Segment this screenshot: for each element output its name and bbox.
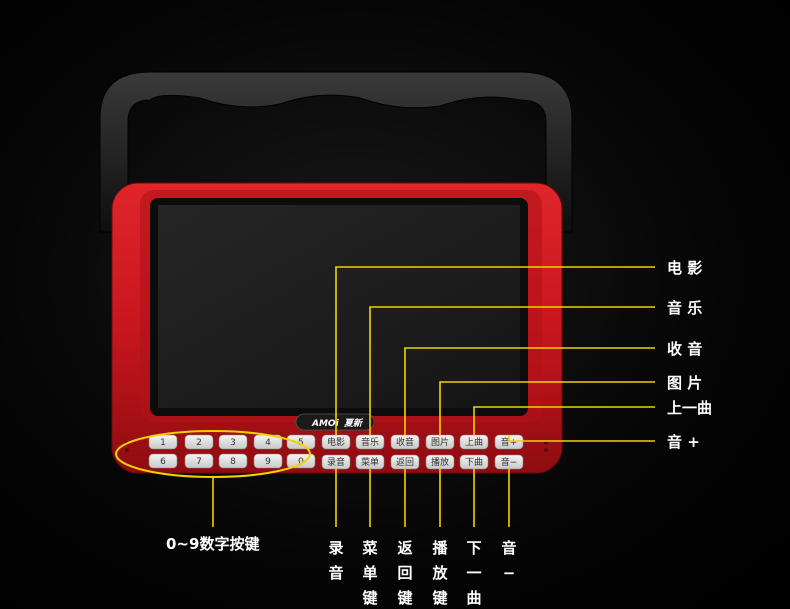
numeric-key-2[interactable]: 2 (184, 434, 214, 450)
callout-label-bottom-2: 返回键 (396, 539, 412, 607)
callout-line-right-0 (335, 266, 655, 435)
key-label: 6 (160, 457, 166, 467)
callout-char: 键 (431, 589, 447, 607)
callout-char: 单 (362, 564, 377, 582)
numeric-key-3[interactable]: 3 (218, 434, 248, 450)
key-label: 5 (298, 438, 304, 448)
callout-label-bottom-4: 下一曲 (466, 539, 481, 607)
callout-label-right-3: 图 片 (667, 374, 702, 392)
function-key-1-bottom[interactable]: 菜单 (355, 454, 385, 470)
function-key-4-top[interactable]: 上曲 (459, 434, 489, 450)
numeric-key-8[interactable]: 8 (218, 453, 248, 469)
key-label: 3 (230, 438, 236, 448)
callout-label-right-4: 上一曲 (667, 399, 712, 417)
key-label: 图片 (431, 436, 449, 448)
callout-char: 键 (361, 589, 377, 607)
function-key-0-top[interactable]: 电影 (321, 434, 351, 450)
key-label: 收音 (396, 436, 414, 448)
key-label: 下曲 (465, 457, 483, 468)
callout-char: 菜 (361, 539, 377, 557)
function-key-1-top[interactable]: 音乐 (355, 434, 385, 450)
function-key-5-top[interactable]: 音+ (494, 434, 524, 450)
callout-line-right-1 (369, 306, 655, 435)
numeric-key-7[interactable]: 7 (184, 453, 214, 469)
callout-char: 放 (431, 564, 448, 582)
function-key-2-bottom[interactable]: 返回 (390, 454, 420, 470)
function-key-5-bottom[interactable]: 音− (494, 454, 524, 470)
numeric-key-1[interactable]: 1 (148, 434, 178, 450)
brand-logo-cn: 夏新 (344, 418, 364, 429)
key-label: 9 (265, 457, 271, 467)
numeric-key-6[interactable]: 6 (148, 453, 178, 469)
function-key-3-bottom[interactable]: 播放 (425, 454, 455, 470)
key-label: 电影 (327, 436, 345, 448)
callout-label-bottom-3: 播放键 (431, 539, 448, 607)
callout-char: 下 (466, 539, 481, 557)
key-label: 7 (196, 457, 202, 467)
brand-logo: AMOi (311, 419, 340, 429)
callout-char: 一 (466, 564, 481, 582)
callout-lines (212, 266, 655, 527)
callout-label-right-2: 收 音 (667, 340, 702, 358)
callout-char: 曲 (466, 589, 481, 607)
callout-label-right-1: 音 乐 (667, 299, 702, 317)
callout-label-bottom-1: 菜单键 (361, 539, 377, 607)
key-label: 8 (230, 457, 236, 467)
callout-label-right-0: 电 影 (667, 259, 702, 277)
function-key-0-bottom[interactable]: 录音 (321, 454, 351, 470)
callout-line-right-3 (439, 381, 655, 435)
carry-handle (99, 71, 573, 233)
callout-char: − (503, 564, 516, 582)
callout-label-right-5: 音 + (667, 433, 700, 451)
callout-char: 音 (328, 564, 343, 582)
callout-line-right-2 (404, 347, 655, 435)
function-key-4-bottom[interactable]: 下曲 (459, 454, 489, 470)
callout-label-bottom-0: 录音 (328, 539, 343, 582)
key-label: 音− (501, 456, 518, 468)
numeric-key-5[interactable]: 5 (286, 434, 316, 450)
numeric-keys-label: 0~9数字按键 (166, 535, 259, 553)
key-label: 上曲 (465, 437, 483, 448)
numeric-key-0[interactable]: 0 (286, 453, 316, 469)
function-key-2-top[interactable]: 收音 (390, 434, 420, 450)
callout-char: 回 (397, 564, 412, 582)
function-keypad: 电影 音乐 收音 图片 上曲 音+ 录音 菜单 返回 播放 下曲 音− (321, 434, 524, 470)
callout-label-bottom-5: 音− (501, 539, 516, 582)
callout-char: 返 (397, 539, 412, 557)
callout-line-right-4 (473, 406, 655, 435)
key-label: 2 (196, 438, 202, 448)
logo-plate (295, 413, 375, 431)
key-label: 录音 (327, 456, 345, 468)
numeric-key-9[interactable]: 9 (253, 453, 283, 469)
callout-char: 播 (432, 539, 448, 557)
key-label: 返回 (396, 456, 414, 468)
callout-char: 录 (328, 539, 343, 557)
callout-char: 音 (501, 539, 516, 557)
key-label: 4 (265, 438, 271, 448)
key-label: 音乐 (361, 436, 379, 448)
key-label: 播放 (431, 456, 449, 468)
key-label: 菜单 (361, 456, 379, 468)
key-label: 1 (160, 438, 166, 448)
function-key-3-top[interactable]: 图片 (425, 434, 455, 450)
key-label: 音+ (501, 436, 518, 448)
callout-char: 键 (396, 589, 412, 607)
callout-line-right-5 (508, 435, 655, 442)
key-label: 0 (298, 457, 304, 467)
